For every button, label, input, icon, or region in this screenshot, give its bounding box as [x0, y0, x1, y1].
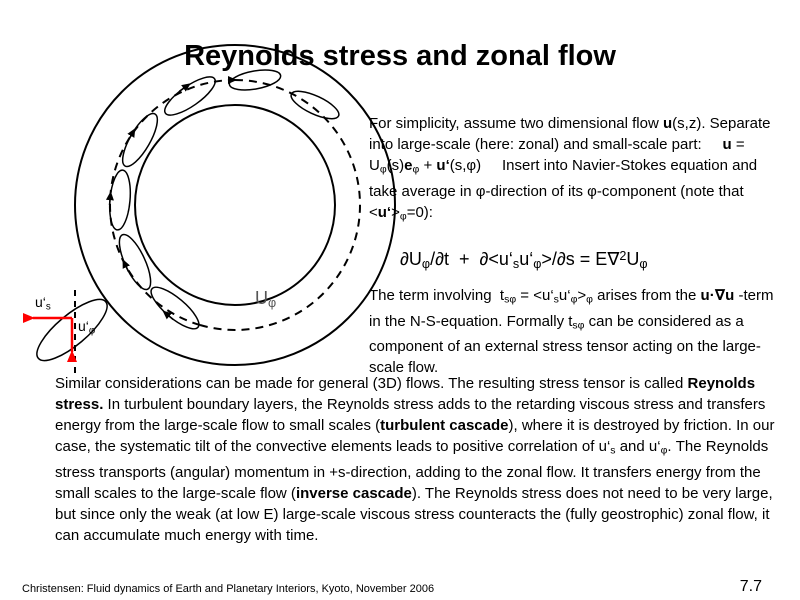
label-uphi-text: u‘ — [78, 318, 89, 334]
footer-citation: Christensen: Fluid dynamics of Earth and… — [22, 583, 435, 595]
inner-core-circle — [134, 104, 336, 306]
label-uphi-sub: φ — [88, 325, 96, 337]
label-us-text: u‘ — [35, 294, 46, 310]
convection-cell-2 — [121, 112, 159, 168]
intro-paragraph: For simplicity, assume two dimensional f… — [369, 115, 771, 223]
label-us-sub: s — [45, 301, 51, 313]
reynolds-stress-paragraph: Similar considerations can be made for g… — [55, 375, 775, 544]
outer-boundary-circle — [74, 44, 396, 366]
label-us: u‘s — [35, 294, 51, 312]
label-uphi: u‘φ — [78, 318, 95, 336]
convection-cell-5 — [150, 286, 200, 330]
label-u: U — [255, 288, 268, 308]
label-u-sub: φ — [268, 296, 277, 311]
slide-title: Reynolds stress and zonal flow — [184, 40, 616, 72]
stress-term-paragraph: The term involving tsφ = <u‘su‘φ>φ arise… — [369, 287, 774, 377]
convection-cell-1 — [164, 76, 216, 116]
convection-cell-7 — [290, 90, 340, 120]
convection-cell-3 — [105, 169, 132, 231]
label-u-phi-zonal: Uφ — [255, 288, 276, 310]
mean-flow-equation: ∂Uφ/∂t + ∂<u‘su‘φ>/∂s = E∇2Uφ — [400, 249, 648, 272]
page-number: 7.7 — [739, 578, 762, 595]
zonal-flow-path — [199, 79, 361, 331]
